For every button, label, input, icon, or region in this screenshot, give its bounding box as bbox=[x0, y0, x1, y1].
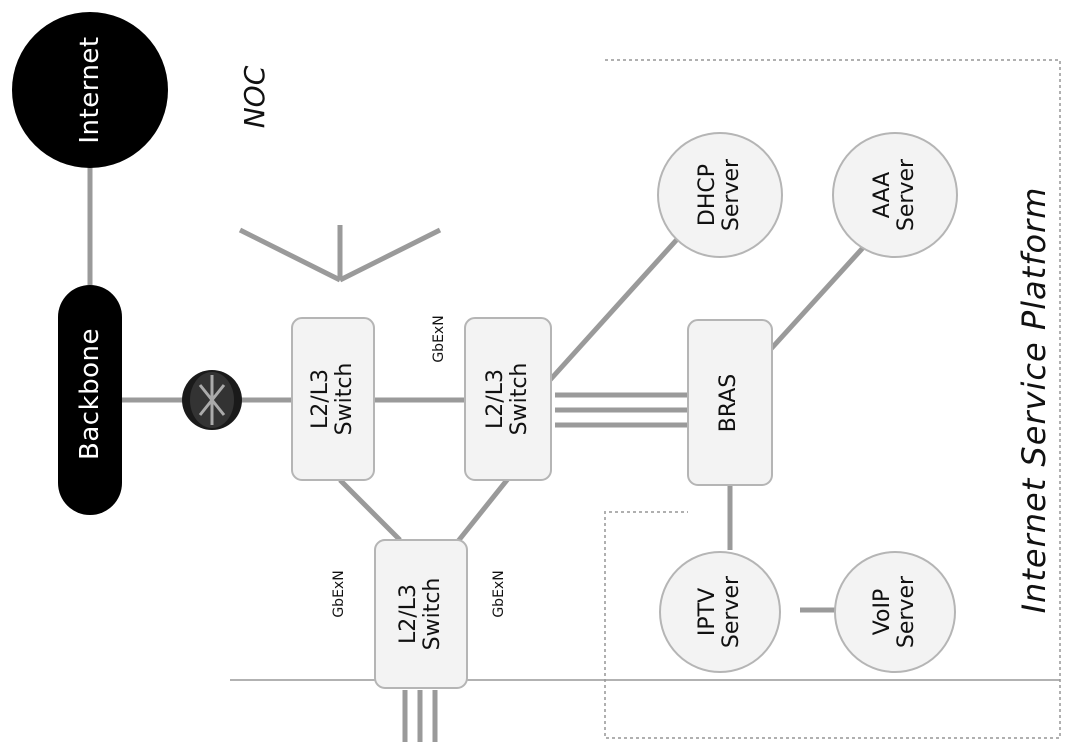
voip-circle bbox=[834, 551, 956, 673]
internet-label: Internet bbox=[75, 36, 105, 144]
platform-region bbox=[604, 59, 1061, 739]
dhcp-line1: DHCP bbox=[695, 163, 720, 227]
bras-label: BRAS bbox=[716, 373, 741, 433]
iptv-line2: Server bbox=[719, 575, 744, 649]
switch-bottom-label: L2/L3 Switch bbox=[396, 564, 445, 664]
switch-bottom-box bbox=[374, 539, 468, 689]
link-label-gbe-1: GbExN bbox=[431, 315, 447, 363]
iptv-circle bbox=[659, 551, 781, 673]
aaa-label: AAA Server bbox=[870, 145, 919, 245]
aaa-line2: Server bbox=[894, 158, 919, 232]
switch-bottom-line1: L2/L3 bbox=[396, 584, 421, 644]
aaa-line1: AAA bbox=[870, 171, 895, 219]
dhcp-label: DHCP Server bbox=[695, 145, 744, 245]
switch-top-label: L2/L3 Switch bbox=[308, 349, 357, 449]
switch-top-box bbox=[291, 317, 375, 481]
dhcp-circle bbox=[657, 132, 783, 258]
switch-mid-line2: Switch bbox=[507, 362, 532, 436]
switch-mid-line1: L2/L3 bbox=[483, 369, 508, 429]
switch-top-line2: Switch bbox=[332, 362, 357, 436]
switch-top-line1: L2/L3 bbox=[308, 369, 333, 429]
dhcp-line2: Server bbox=[719, 158, 744, 232]
voip-line1: VoIP bbox=[870, 588, 895, 636]
iptv-line1: IPTV bbox=[695, 587, 720, 637]
links bbox=[87, 165, 872, 742]
bras-box bbox=[687, 319, 773, 486]
platform-label: Internet Service Platform bbox=[1015, 186, 1053, 614]
link-label-gbe-3: GbExN bbox=[491, 570, 507, 618]
iptv-label: IPTV Server bbox=[695, 562, 744, 662]
backbone-node bbox=[58, 285, 122, 515]
voip-label: VoIP Server bbox=[870, 562, 919, 662]
aaa-circle bbox=[832, 132, 958, 258]
switch-bottom-line2: Switch bbox=[420, 577, 445, 651]
internet-node bbox=[12, 12, 168, 168]
voip-line2: Server bbox=[894, 575, 919, 649]
switch-mid-label: L2/L3 Switch bbox=[483, 349, 532, 449]
backbone-label: Backbone bbox=[75, 327, 105, 460]
noc-label: NOC bbox=[238, 65, 271, 129]
switch-mid-box bbox=[464, 317, 552, 481]
link-label-gbe-2: GbExN bbox=[331, 570, 347, 618]
